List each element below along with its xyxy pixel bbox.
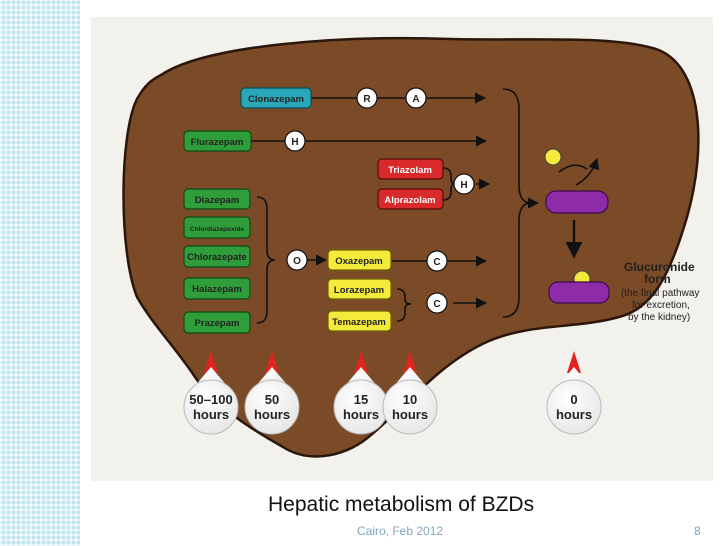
half-life-circle-2 <box>244 379 300 435</box>
half-life-4-value: 10 <box>403 392 417 407</box>
step-r-circle <box>356 87 378 109</box>
prazepam-box <box>183 311 251 334</box>
step-o-label: O <box>293 256 301 267</box>
clonazepam-label: Clonazepam <box>248 94 304 105</box>
step-h1-label: H <box>291 137 298 148</box>
half-life-circle-1 <box>183 379 239 435</box>
clonazepam-box <box>240 87 312 109</box>
diazepam-label: Diazepam <box>195 195 239 206</box>
halazepam-box <box>183 277 251 300</box>
half-life-circle-4 <box>382 379 438 435</box>
pathway-lines <box>251 88 600 324</box>
lorazepam-box <box>327 278 392 300</box>
step-c1-label: C <box>433 257 440 268</box>
half-life-3-value: 15 <box>354 392 368 407</box>
lorazepam-label: Lorazepam <box>334 285 384 296</box>
half-life-markers <box>183 351 602 435</box>
purple-enzyme-bottom <box>548 281 610 304</box>
oxazepam-label: Oxazepam <box>335 256 383 267</box>
marker-triangle-1 <box>204 351 218 373</box>
glucuronide-desc-3: by the kidney) <box>628 312 690 323</box>
triazolam-box <box>377 158 444 180</box>
step-a-circle <box>405 87 427 109</box>
halazepam-label: Halazepam <box>192 284 242 295</box>
marker-triangle-4 <box>403 351 417 373</box>
half-life-5-value: 0 <box>570 392 577 407</box>
flurazepam-label: Flurazepam <box>191 137 244 148</box>
step-h2-label: H <box>460 180 467 191</box>
chlordiazepoxide-label: Chlordiazepoxide <box>190 226 245 233</box>
half-life-2-unit: hours <box>254 407 290 422</box>
marker-triangle-2 <box>265 351 279 373</box>
half-life-2-value: 50 <box>265 392 279 407</box>
half-life-1-value: 50–100 <box>189 392 232 407</box>
temazepam-box <box>327 310 392 332</box>
half-life-3-unit: hours <box>343 407 379 422</box>
glucuronide-desc-2: for excretion, <box>632 300 690 311</box>
bzd-metabolism-figure: Clonazepam Flurazepam Diazepam Chlordiaz… <box>91 17 713 481</box>
footer-page-number: 8 <box>694 524 701 538</box>
glucuronide-title-1: Glucuronide <box>624 260 695 274</box>
glucuronide-desc-1: (the final pathway <box>621 288 699 299</box>
slide-caption: Hepatic metabolism of BZDs <box>268 493 535 516</box>
liver-shape <box>122 36 700 458</box>
half-life-5-unit: hours <box>556 407 592 422</box>
marker-triangle-5 <box>567 351 581 373</box>
half-life-circle-5 <box>546 379 602 435</box>
step-h1-circle <box>284 130 306 152</box>
temazepam-label: Temazepam <box>332 317 386 328</box>
alprazolam-box <box>377 188 444 210</box>
half-life-1-unit: hours <box>193 407 229 422</box>
prazepam-label: Prazepam <box>195 318 240 329</box>
slide-side-decoration <box>0 0 80 546</box>
step-o-circle <box>286 249 308 271</box>
oxazepam-box <box>327 249 392 271</box>
yellow-molecule-top <box>544 148 562 166</box>
chlordiazepoxide-box <box>183 216 251 239</box>
step-h2-circle <box>453 173 475 195</box>
flurazepam-box <box>183 130 252 152</box>
step-r-label: R <box>363 94 371 105</box>
marker-triangle-3 <box>354 351 368 373</box>
step-c1-circle <box>426 250 448 272</box>
footer-date: Cairo, Feb 2012 <box>357 524 444 538</box>
diazepam-box <box>183 188 251 210</box>
step-c2-circle <box>426 292 448 314</box>
alprazolam-label: Alprazolam <box>384 195 435 206</box>
chlorazepate-box <box>183 245 251 268</box>
half-life-4-unit: hours <box>392 407 428 422</box>
purple-enzyme-top <box>545 190 609 214</box>
chlorazepate-label: Chlorazepate <box>187 252 247 263</box>
step-a-label: A <box>412 94 419 105</box>
step-c2-label: C <box>433 299 440 310</box>
glucuronide-title-2: form <box>644 272 671 286</box>
triazolam-label: Triazolam <box>388 165 432 176</box>
